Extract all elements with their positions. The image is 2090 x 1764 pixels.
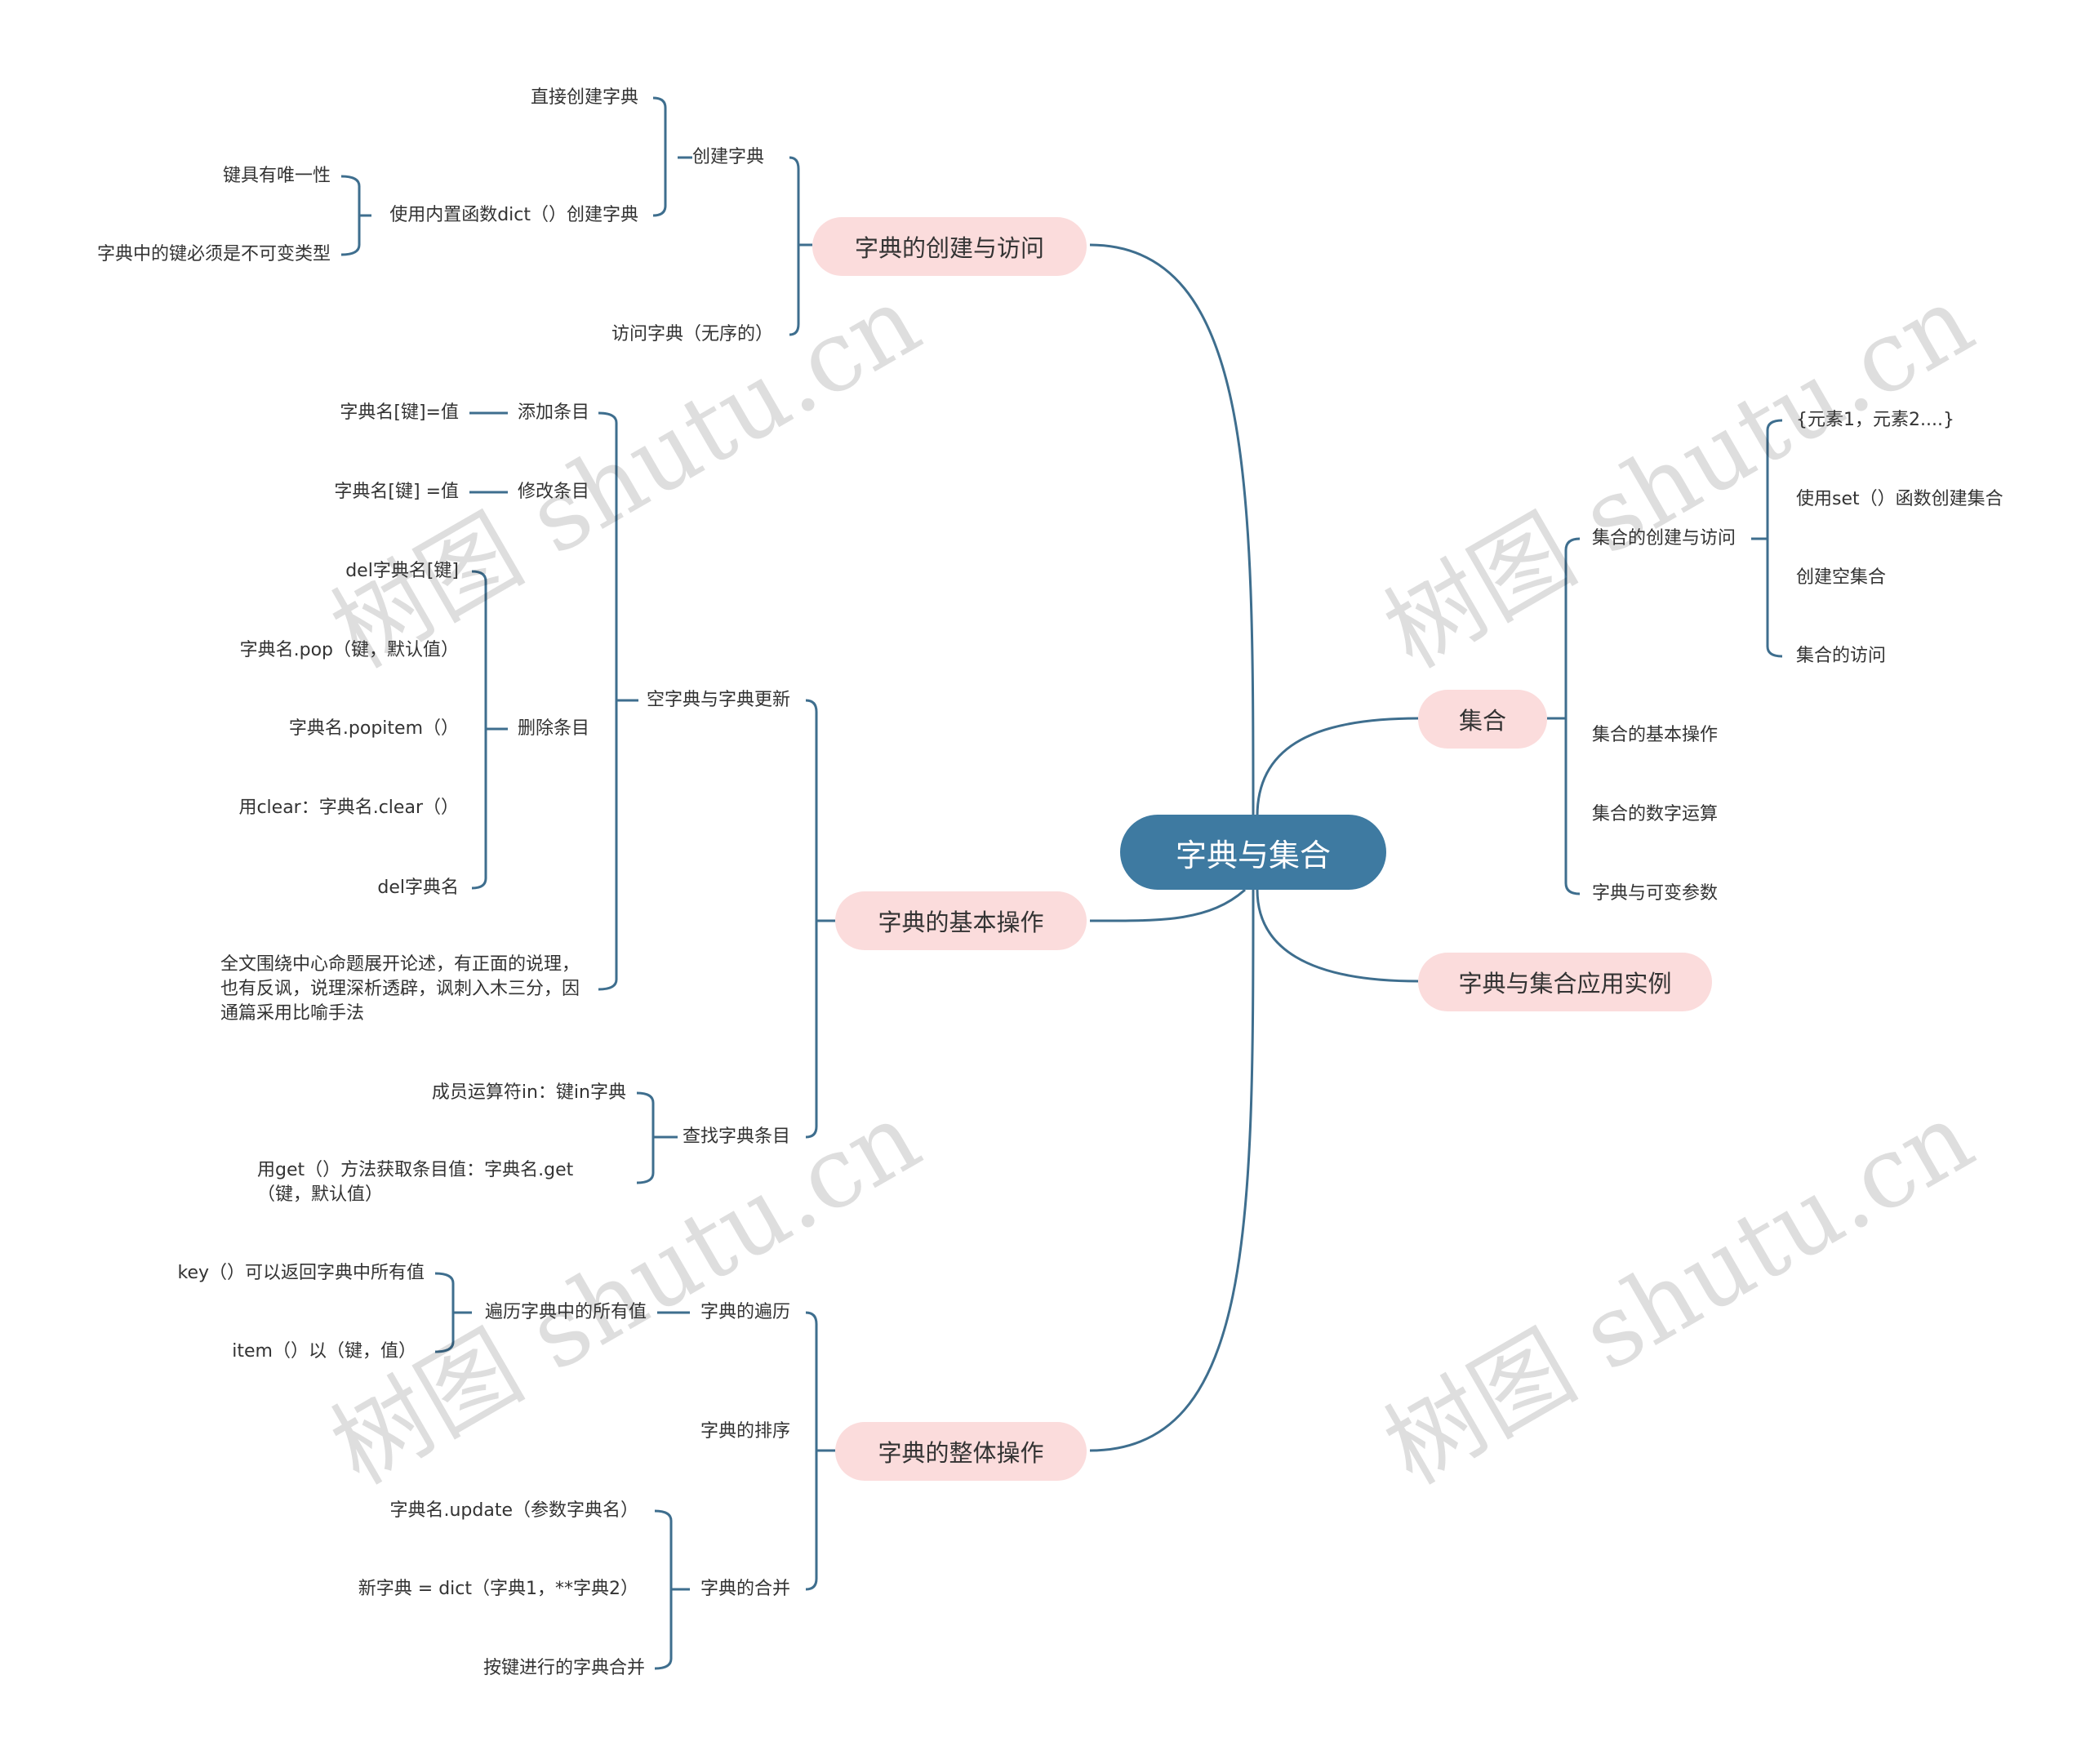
node-dict-func[interactable]: 使用内置函数dict（）创建字典 (389, 205, 638, 225)
topic-basic-ops[interactable]: 字典的基本操作 (835, 891, 1087, 950)
node-del-key[interactable]: del字典名[键] (345, 561, 459, 581)
node-merge[interactable]: 字典的合并 (700, 1579, 790, 1599)
node-find-entry[interactable]: 查找字典条目 (682, 1126, 790, 1147)
topic-create-access[interactable]: 字典的创建与访问 (812, 217, 1087, 276)
node-delete-entry[interactable]: 删除条目 (517, 718, 589, 739)
link-root-basic-ops (1089, 888, 1246, 922)
node-set-func[interactable]: 使用set（）函数创建集合 (1796, 489, 2003, 509)
node-empty-update[interactable]: 空字典与字典更新 (646, 690, 790, 710)
node-modify-entry[interactable]: 修改条目 (517, 482, 589, 502)
node-add-entry[interactable]: 添加条目 (517, 402, 589, 423)
node-immutable-keys[interactable]: 字典中的键必须是不可变类型 (96, 244, 331, 264)
node-unique-keys[interactable]: 键具有唯一性 (222, 166, 331, 186)
node-create-dict[interactable]: 创建字典 (692, 147, 765, 167)
node-traverse-all[interactable]: 遍历字典中的所有值 (484, 1302, 647, 1322)
root-topic[interactable]: 字典与集合 (1120, 815, 1386, 890)
bracket-find (636, 1091, 678, 1184)
link-root-sets (1256, 717, 1419, 817)
node-sort[interactable]: 字典的排序 (700, 1421, 790, 1442)
node-set-basic[interactable]: 集合的基本操作 (1592, 725, 1719, 745)
node-note[interactable]: 全文围绕中心命题展开论述，有正面的说理，也有反讽，说理深析透辟，讽刺入木三分，因… (220, 954, 580, 1024)
node-items[interactable]: item（）以（键，值） (232, 1341, 416, 1362)
bracket-create-access (789, 156, 812, 336)
node-merge-by-key[interactable]: 按键进行的字典合并 (482, 1658, 645, 1678)
node-get-method[interactable]: 用get（）方法获取条目值：字典名.get（键，默认值） (257, 1160, 574, 1205)
bracket-merge (654, 1509, 690, 1670)
bracket-create-dict (652, 96, 692, 217)
topic-whole-ops[interactable]: 字典的整体操作 (835, 1422, 1087, 1481)
node-popitem[interactable]: 字典名.popitem（） (288, 718, 459, 739)
link-root-whole-ops (1089, 889, 1255, 1452)
bracket-dict-func (340, 175, 371, 256)
bracket-basic-ops (805, 699, 835, 1139)
bracket-whole-ops (805, 1311, 835, 1591)
node-clear[interactable]: 用clear：字典名.clear（） (238, 798, 459, 818)
node-traverse[interactable]: 字典的遍历 (700, 1302, 790, 1322)
node-set-create-access[interactable]: 集合的创建与访问 (1592, 528, 1736, 549)
node-empty-set[interactable]: 创建空集合 (1796, 567, 1887, 588)
bracket-empty-update (598, 411, 638, 991)
topic-sets[interactable]: 集合 (1418, 690, 1547, 749)
node-set-literal[interactable]: {元素1，元素2....} (1796, 410, 1954, 430)
node-new-dict[interactable]: 新字典 = dict（字典1，**字典2） (358, 1579, 638, 1599)
bracket-sets (1547, 537, 1581, 895)
node-keys[interactable]: key（）可以返回字典中所有值 (177, 1263, 425, 1283)
link-root-examples (1256, 889, 1419, 983)
link-root-create-access (1089, 243, 1255, 817)
node-add-syntax[interactable]: 字典名[键]=值 (340, 402, 459, 423)
node-direct-create[interactable]: 直接创建字典 (530, 87, 638, 108)
bracket-delete (471, 570, 508, 890)
node-varargs[interactable]: 字典与可变参数 (1592, 883, 1719, 904)
node-set-visit[interactable]: 集合的访问 (1796, 646, 1887, 666)
node-access-dict[interactable]: 访问字典（无序的） (611, 324, 773, 344)
topic-examples[interactable]: 字典与集合应用实例 (1418, 953, 1712, 1011)
node-set-math[interactable]: 集合的数字运算 (1592, 804, 1719, 824)
bracket-set-create (1751, 419, 1783, 658)
node-pop[interactable]: 字典名.pop（键，默认值） (239, 640, 459, 660)
node-del-dict[interactable]: del字典名 (377, 878, 459, 898)
node-in-operator[interactable]: 成员运算符in：键in字典 (431, 1082, 626, 1103)
node-update[interactable]: 字典名.update（参数字典名） (389, 1500, 638, 1521)
bracket-traverse-all (434, 1272, 472, 1353)
node-modify-syntax[interactable]: 字典名[键] =值 (334, 482, 459, 502)
